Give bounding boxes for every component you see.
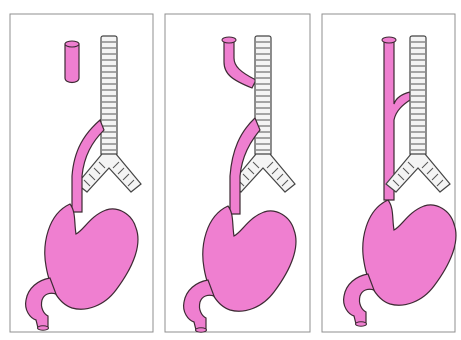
- panel-2: [165, 14, 310, 332]
- panel-1: [10, 14, 153, 332]
- panel-3: [322, 14, 456, 332]
- upper-esophageal-pouch: [65, 41, 79, 83]
